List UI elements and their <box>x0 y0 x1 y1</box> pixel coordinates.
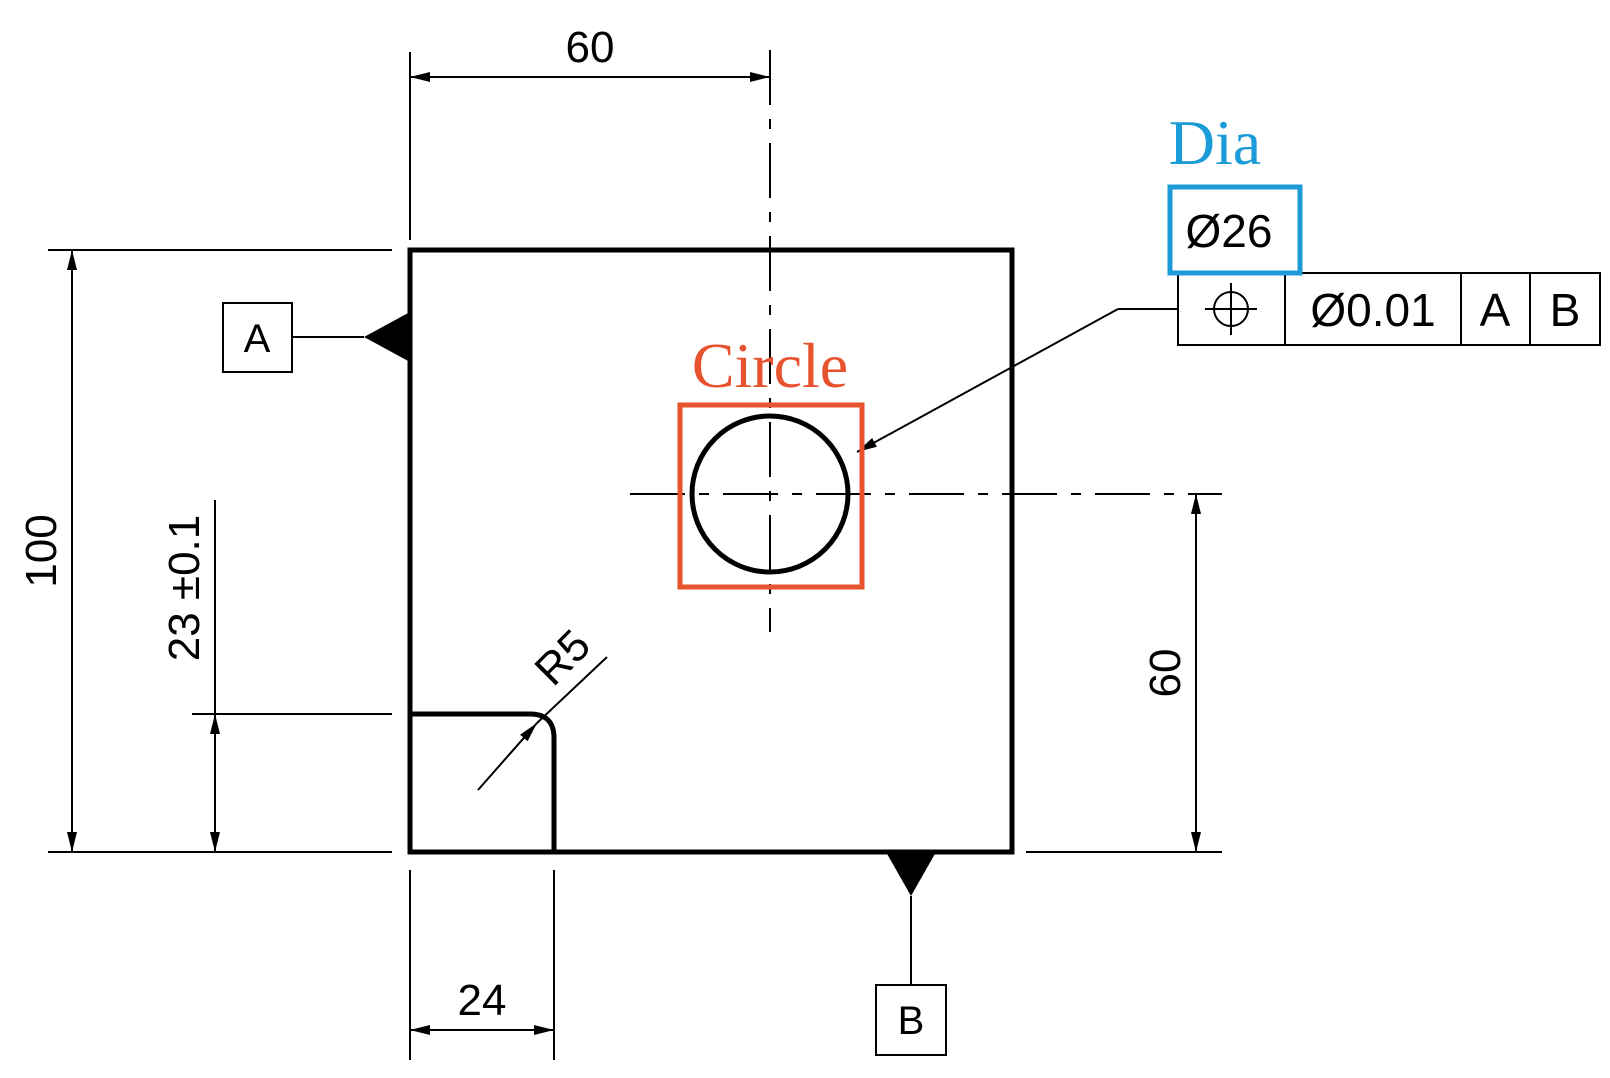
dim-notch-height-text: 23 ±0.1 <box>160 515 209 661</box>
position-icon <box>1205 283 1257 335</box>
dim-top-width-text: 60 <box>566 23 615 72</box>
dim-radius: R5 <box>477 621 608 791</box>
datum-a-label: A <box>244 317 271 361</box>
fcf-datum-primary: A <box>1480 284 1511 336</box>
datum-b-label: B <box>898 999 925 1043</box>
circle-annotation: Circle <box>677 330 865 590</box>
dim-top-width: 60 <box>410 23 770 82</box>
dim-hole-vertical-text: 60 <box>1141 649 1190 698</box>
dim-hole-vertical: 60 <box>1141 494 1201 852</box>
datum-a: A <box>222 302 410 373</box>
part-outline <box>407 247 1015 855</box>
circle-annotation-label: Circle <box>692 330 848 401</box>
feature-control-frame: Ø0.01 A B <box>1177 272 1601 346</box>
fcf-datum-secondary: B <box>1550 284 1581 336</box>
dim-total-height: 100 <box>17 250 77 852</box>
dia-annotation-label: Dia <box>1169 107 1261 178</box>
dim-notch-width-text: 24 <box>458 976 507 1025</box>
dim-notch-height: 23 ±0.1 <box>160 500 220 852</box>
extension-lines <box>48 52 1222 1060</box>
leader-line <box>856 308 1178 453</box>
dim-radius-text: R5 <box>526 621 600 695</box>
fcf-tolerance: Ø0.01 <box>1310 284 1435 336</box>
datum-b: B <box>875 852 947 1056</box>
dia-annotation: Dia <box>1167 107 1303 276</box>
hole-size-label: Ø26 <box>1186 205 1273 257</box>
center-lines <box>630 50 1222 632</box>
dim-notch-width: 24 <box>410 976 554 1035</box>
dim-total-height-text: 100 <box>17 514 66 587</box>
